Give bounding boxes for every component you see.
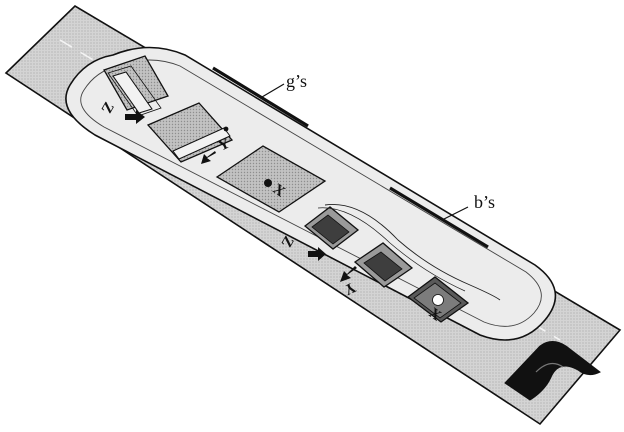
b-sensors-label: b’s [474, 192, 496, 212]
g-sensors-bracket [212, 66, 309, 128]
b-sensor-wires-2 [317, 207, 466, 292]
g-sensors-label: g’s [286, 71, 308, 91]
b-sensor-x [406, 276, 470, 323]
down-left-arrow-icon [340, 266, 357, 282]
right-arrow-icon [125, 110, 145, 124]
g-sensors-leader [261, 83, 285, 98]
b-sensor-z [303, 206, 360, 250]
b-sensors-bracket [389, 186, 489, 249]
edge-connector [504, 341, 601, 401]
b-sensor-x-window [432, 294, 444, 306]
dot-icon [264, 179, 272, 187]
g-sensor-y [146, 102, 234, 163]
down-left-arrow-icon [201, 151, 216, 164]
package-inner-rim [80, 59, 542, 327]
b-sensors-leader [441, 206, 469, 221]
g-sensor-x [215, 145, 327, 213]
b-sensor-y [353, 242, 414, 288]
g-sensor-z [103, 55, 169, 117]
b-sensor-wires [324, 204, 501, 301]
right-arrow-icon [308, 247, 326, 261]
edge-connector-highlight [535, 362, 564, 373]
